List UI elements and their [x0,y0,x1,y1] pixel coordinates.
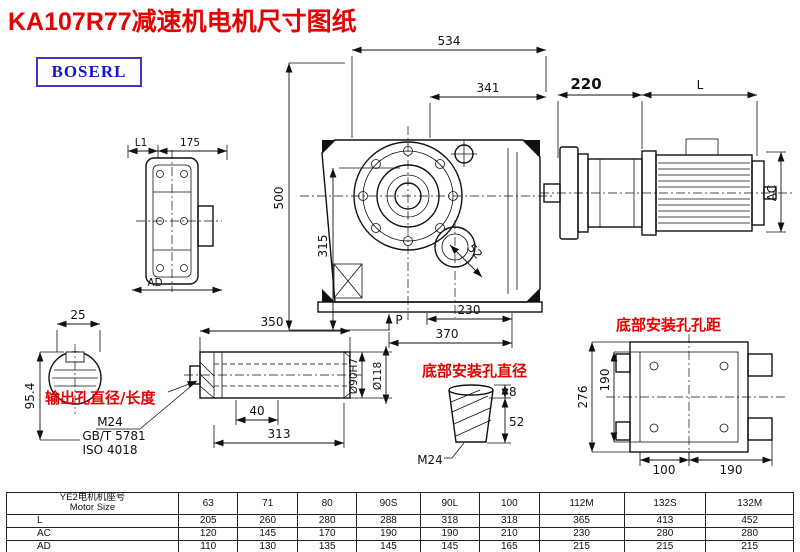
table-header-cell: YE2电机机座号 Motor Size [6,492,179,515]
table-row: L 205 260 280 288 318 318 365 413 452 [6,513,794,528]
table-header-cell: 90L [419,492,481,515]
table-cell: 145 [356,539,421,552]
table-cell: 365 [538,513,625,528]
table-header-cell: 63 [177,492,239,515]
table-row-label: AD [6,539,179,552]
table-header-cell: 132M [705,492,794,515]
boserl-logo-text: BOSERL [51,62,127,81]
dim-ac: AC [765,185,779,201]
table-header-cell: 132S [623,492,707,515]
table-cell: 230 [538,526,625,541]
motor-side-view: 220 L AC [540,75,795,240]
table-row: AD 110 130 135 145 145 165 215 215 215 [6,539,794,552]
dim-52b: 52 [509,415,524,429]
table-cell: 280 [623,526,707,541]
dim-370: 370 [436,327,459,341]
table-cell: 215 [623,539,707,552]
technical-drawing: L1 175 AD [23,34,795,477]
table-header-cell: 80 [296,492,358,515]
thread-m24: M24 [97,415,123,429]
table-cell: 318 [479,513,540,528]
bottom-mount-label: 底部安装孔孔距 [616,316,721,334]
table-cell: 215 [538,539,625,552]
dim-220: 220 [570,75,601,93]
table-cell: 110 [177,539,239,552]
bottom-hole-label: 底部安装孔直径 [422,362,527,380]
dim-175: 175 [180,137,200,149]
page-title: KA107R77减速机电机尺寸图纸 [8,8,357,36]
label-p: P [395,313,402,327]
bottom-hole-thread: M24 [417,453,443,467]
dim-95-4: 95.4 [23,383,37,410]
table-cell: 210 [479,526,540,541]
motor-size-table: YE2电机机座号 Motor Size 63 71 80 90S 90L 100… [6,492,794,552]
std-gb: GB/T 5781 [82,429,145,443]
table-cell: 260 [237,513,298,528]
table-header-cell: 112M [538,492,625,515]
table-row-label: L [6,513,179,528]
table-cell: 170 [296,526,358,541]
dim-25: 25 [70,308,85,322]
table-row-label: AC [6,526,179,541]
boserl-logo: BOSERL [36,57,142,87]
dim-500: 500 [272,187,286,210]
dia-bore: Ø90H7 [348,358,360,394]
main-front-view: 534 341 500 315 52 230 370 [272,34,552,348]
table-cell: 120 [177,526,239,541]
std-iso: ISO 4018 [83,443,138,457]
table-cell: 135 [296,539,358,552]
table-cell: 413 [623,513,707,528]
table-cell: 145 [419,539,481,552]
dim-40: 40 [249,404,264,418]
output-shaft-view: 350 40 313 输出孔直径/长度 M24 GB/T 5781 ISO 40… [45,315,392,457]
output-bore-label: 输出孔直径/长度 [45,389,156,407]
dim-100: 100 [653,463,676,477]
table-cell: 318 [419,513,481,528]
table-cell: 280 [705,526,794,541]
table-header-cn: YE2电机机座号 [59,492,126,503]
table-cell: 288 [356,513,421,528]
dia-shaft: Ø118 [372,362,384,390]
table-cell: 190 [419,526,481,541]
dim-8: 8 [509,385,517,399]
table-header-cell: 71 [237,492,298,515]
dim-276: 276 [576,386,590,409]
bottom-hole-detail: 底部安装孔直径 M24 8 52 [417,362,527,467]
table-cell: 452 [705,513,794,528]
dim-ad: AD [147,277,162,289]
table-cell: 190 [356,526,421,541]
table-cell: 215 [705,539,794,552]
table-cell: 165 [479,539,540,552]
shaft-end-view: 25 95.4 [23,308,102,441]
dim-350: 350 [261,315,284,329]
table-header-row: YE2电机机座号 Motor Size 63 71 80 90S 90L 100… [6,492,794,515]
dim-230: 230 [458,303,481,317]
table-row: AC 120 145 170 190 190 210 230 280 280 [6,526,794,541]
table-cell: 145 [237,526,298,541]
dim-313: 313 [268,427,291,441]
dim-l1: L1 [135,137,148,149]
table-cell: 130 [237,539,298,552]
dim-190-h: 190 [720,463,743,477]
flange-rear-view: L1 175 AD [127,137,228,294]
table-header-en: Motor Size [69,502,116,514]
table-header-cell: 90S [356,492,421,515]
bottom-mount-view: 底部安装孔孔距 276 190 100 190 [576,316,786,477]
dim-l: L [697,78,704,92]
table-cell: 280 [296,513,358,528]
dim-190-v: 190 [598,369,612,392]
dim-534: 534 [438,34,461,48]
table-cell: 205 [177,513,239,528]
dim-341: 341 [477,81,500,95]
table-header-cell: 100 [479,492,540,515]
dim-315: 315 [316,235,330,258]
